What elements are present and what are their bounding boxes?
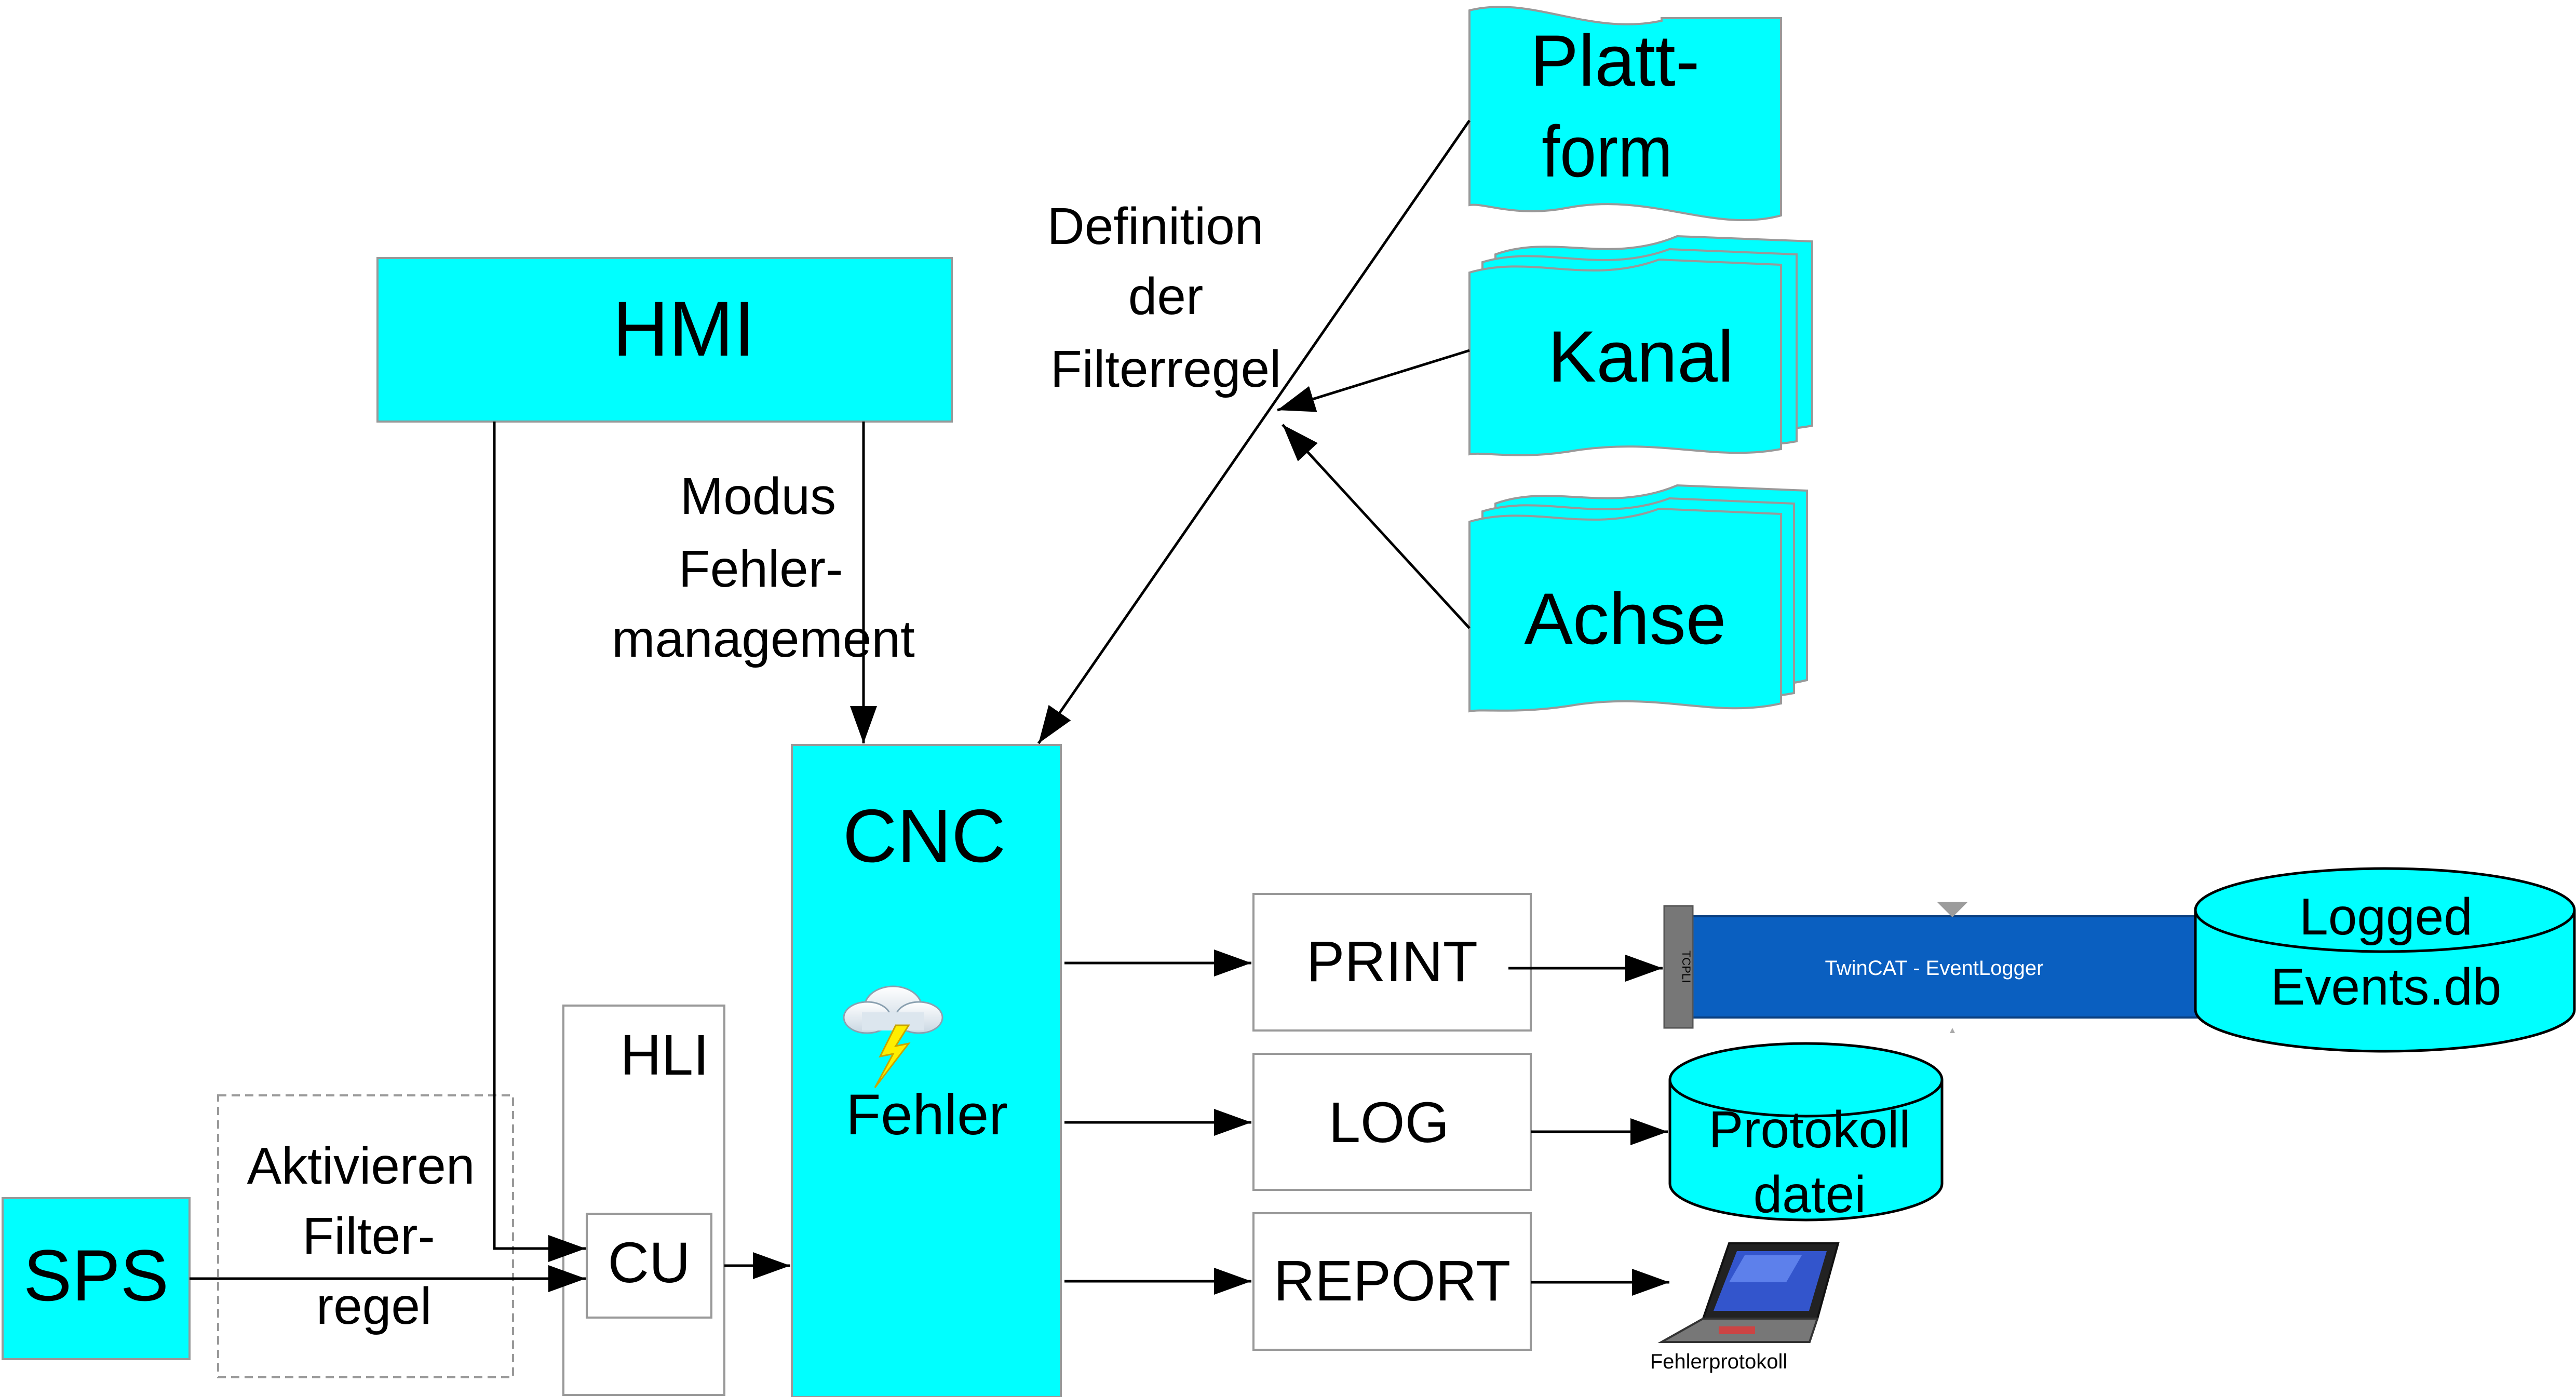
modus-line-1: Modus — [680, 467, 836, 525]
achse-label: Achse — [1524, 578, 1726, 659]
fehler-label: Fehler — [846, 1083, 1008, 1147]
protokoll-database: Protokoll datei — [1668, 1042, 1944, 1224]
protokoll-top — [1668, 1042, 1944, 1118]
arrow-achse-to-definition — [1282, 424, 1471, 629]
aktivieren-line-2: Filter- — [302, 1207, 435, 1265]
achse-document-stack: Achse — [1468, 484, 1808, 713]
hmi-node: HMI — [376, 257, 953, 423]
kanal-document-stack: Kanal — [1468, 235, 1813, 456]
modus-label: Modus Fehler- management — [612, 467, 915, 668]
protokoll-cylinder — [1668, 1080, 1944, 1222]
cnc-label: CNC — [843, 794, 1006, 878]
hli-box — [562, 1005, 725, 1396]
arrow-kanal-to-definition — [1277, 349, 1470, 412]
hli-label: HLI — [620, 1023, 709, 1087]
eventlogger-cap — [1663, 905, 1694, 1029]
plattform-line-1: Platt- — [1530, 20, 1700, 101]
storm-cloud-lightning-icon — [843, 985, 943, 1088]
kanal-doc-front — [1468, 258, 1782, 456]
report-node: REPORT — [1252, 1212, 1532, 1351]
laptop-screen-glare — [1729, 1255, 1802, 1282]
aktivieren-region: Aktivieren Filter- regel — [217, 1094, 514, 1378]
eventlogger-body — [1689, 915, 2249, 1019]
cu-label: CU — [608, 1231, 691, 1295]
cnc-node: CNC Fehler — [791, 744, 1062, 1397]
eventlogger-title: TwinCAT - EventLogger — [1825, 957, 2044, 980]
logged-events-line-2: Events.db — [2271, 958, 2502, 1016]
aktivieren-line-1: Aktivieren — [247, 1137, 475, 1195]
protokoll-line-2: datei — [1754, 1165, 1866, 1224]
plattform-doc-shape — [1468, 6, 1782, 222]
sps-label: SPS — [23, 1235, 169, 1316]
cnc-box — [791, 744, 1062, 1397]
arrow-plattform-to-cnc — [1037, 119, 1471, 744]
logged-events-top — [2194, 867, 2576, 953]
report-label: REPORT — [1274, 1249, 1510, 1313]
laptop-touchpad — [1719, 1326, 1755, 1334]
eventlogger-bar: TCPLI TwinCAT - EventLogger — [1663, 902, 2249, 1033]
eventlogger-top-marker — [1937, 902, 1968, 917]
laptop-caption: Fehlerprotokoll — [1650, 1350, 1788, 1373]
definition-line-3: Filterregel — [1050, 340, 1282, 398]
modus-line-2: Fehler- — [679, 540, 843, 598]
aktivieren-dashed-box — [217, 1094, 514, 1378]
kanal-label: Kanal — [1548, 316, 1734, 397]
hli-node: HLI CU — [562, 1005, 725, 1396]
hmi-label: HMI — [613, 285, 756, 372]
plattform-line-2: form — [1542, 111, 1673, 193]
sps-node: SPS — [2, 1197, 191, 1360]
arrow-hmi-to-cu — [493, 422, 586, 1262]
log-node: LOG — [1252, 1053, 1532, 1191]
logged-events-line-1: Logged — [2299, 888, 2473, 946]
protokoll-line-1: Protokoll — [1708, 1101, 1910, 1159]
aktivieren-line-3: regel — [316, 1277, 431, 1335]
print-node: PRINT — [1252, 893, 1532, 1032]
log-box — [1252, 1053, 1532, 1191]
hmi-box — [376, 257, 953, 423]
modus-line-3: management — [612, 610, 915, 668]
plattform-document: Platt- form — [1468, 6, 1782, 222]
achse-doc-front — [1468, 507, 1782, 713]
sps-box — [2, 1197, 191, 1360]
laptop-icon: Fehlerprotokoll — [1650, 1242, 1840, 1373]
log-label: LOG — [1329, 1091, 1449, 1155]
report-box — [1252, 1212, 1532, 1351]
eventlogger-bottom-marker — [1950, 1028, 1955, 1033]
cu-box — [586, 1213, 712, 1319]
definition-label: Definition der Filterregel — [1047, 197, 1282, 398]
logged-events-database: Logged Events.db — [2194, 867, 2576, 1053]
definition-line-2: der — [1128, 267, 1204, 325]
connectors — [190, 119, 1669, 1296]
print-label: PRINT — [1306, 930, 1478, 994]
definition-line-1: Definition — [1047, 197, 1264, 255]
print-box — [1252, 893, 1532, 1032]
eventlogger-cap-text: TCPLI — [1680, 951, 1693, 983]
